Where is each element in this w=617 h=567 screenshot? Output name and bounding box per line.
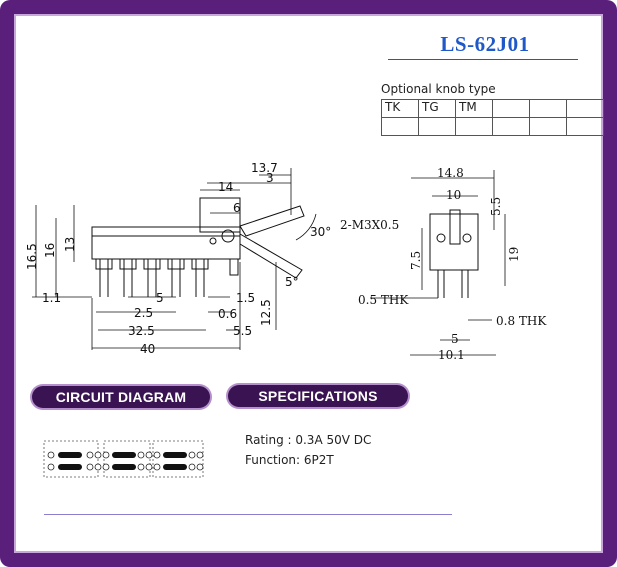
dim-side-16-5: 16.5 (25, 243, 39, 270)
switch-housing (91, 226, 241, 260)
pin-shoulders (95, 258, 209, 270)
dim-side-30-deg: 30° (310, 225, 331, 239)
lever-pin (209, 237, 217, 245)
dim-side-16: 16 (43, 243, 57, 258)
lever-pivot (221, 229, 235, 243)
knob-lever-upper (239, 205, 305, 237)
circuit-diagram (43, 440, 204, 478)
bottom-divider (44, 514, 452, 515)
spec-function: Function: 6P2T (245, 453, 334, 467)
specifications-heading: SPECIFICATIONS (228, 385, 408, 407)
end-view-outline (370, 170, 506, 356)
knob-type-table: TK TG TM (381, 99, 604, 136)
dim-end-5: 5 (451, 332, 459, 346)
circuit-sliders (58, 452, 187, 470)
circuit-contacts (47, 451, 204, 471)
terminal-pins (95, 258, 239, 297)
dim-side-5: 5 (156, 291, 164, 305)
circuit-diagram-heading: CIRCUIT DIAGRAM (32, 386, 210, 408)
spec-rating: Rating : 0.3A 50V DC (245, 433, 372, 447)
actuator-block (199, 197, 241, 233)
dim-side-5-deg: 5° (285, 275, 299, 289)
mount-tab (229, 259, 239, 276)
dim-end-7-5: 7.5 (409, 251, 423, 270)
side-view-dimension-lines (32, 168, 317, 350)
dim-side-0-6: 0.6 (218, 307, 237, 321)
dim-end-19: 19 (507, 247, 521, 262)
mount-hole-right (462, 233, 472, 243)
dim-end-5-5: 5.5 (489, 197, 503, 216)
dim-end-0-5-thk: 0.5 THK (358, 293, 409, 307)
knob-image-row (381, 117, 604, 136)
knob-type-cell: TG (418, 99, 456, 118)
dim-side-12-5: 12.5 (259, 299, 273, 326)
dim-side-6: 6 (233, 201, 241, 215)
dim-end-14-8: 14.8 (437, 166, 464, 180)
dim-side-1-1: 1.1 (42, 291, 61, 305)
end-view-labels: 14.8 10 5.5 2-M3X0.5 7.5 19 0.5 THK 0.8 … (340, 166, 547, 362)
dim-side-40: 40 (140, 342, 155, 356)
end-view-actuator (449, 209, 461, 245)
knob-image-cell (566, 117, 604, 136)
knob-type-caption: Optional knob type (381, 82, 496, 96)
dim-side-2-5: 2.5 (134, 306, 153, 320)
title-underline (388, 59, 578, 60)
knob-lever-lower (239, 233, 303, 279)
dim-side-1-5: 1.5 (236, 291, 255, 305)
end-view-dimension-lines (370, 170, 506, 356)
dim-end-10-1: 10.1 (438, 348, 465, 362)
dim-side-3: 3 (266, 171, 274, 185)
dim-side-13: 13 (63, 237, 77, 252)
dim-side-13-7: 13.7 (251, 161, 278, 175)
mount-hole-left (436, 233, 446, 243)
dim-side-14: 14 (218, 180, 233, 194)
dim-side-32-5: 32.5 (128, 324, 155, 338)
dim-end-0-8-thk: 0.8 THK (496, 314, 547, 328)
dim-end-10: 10 (446, 188, 461, 202)
side-view-labels: 13.7 3 14 6 30° 16.5 16 13 1.1 5 1.5 2.5… (25, 161, 331, 356)
end-view-pins (437, 270, 469, 298)
circuit-pole-boxes (43, 440, 204, 478)
end-view-housing (429, 213, 479, 271)
model-number-title: LS-62J01 (440, 32, 530, 56)
pin-legs (99, 259, 205, 297)
dim-end-m3-thread: 2-M3X0.5 (340, 218, 399, 232)
dim-side-5-5: 5.5 (233, 324, 252, 338)
side-view-outline (32, 168, 317, 350)
